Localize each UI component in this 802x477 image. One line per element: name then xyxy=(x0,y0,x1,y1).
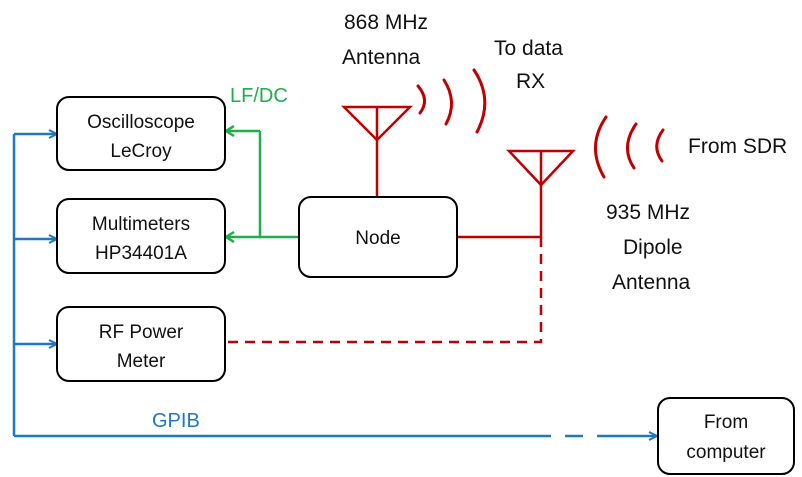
lf-dc-line-from-node xyxy=(258,131,299,239)
computer-label-line-2: computer xyxy=(686,442,766,463)
rf-power-meter-dashed-link xyxy=(226,237,543,344)
antenna-935-dipole: From SDR 935 MHz Dipole Antenna xyxy=(506,115,787,294)
antenna-935-label-line-3: Antenna xyxy=(612,271,691,294)
gpib-bus: GPIB xyxy=(12,134,657,436)
oscilloscope-frame xyxy=(56,96,226,171)
lf-dc-label: LF/DC xyxy=(230,85,288,107)
to-data-rx-line-2: RX xyxy=(516,70,545,93)
antenna-935-label-line-2: Dipole xyxy=(623,236,683,259)
multimeters-label-line-1: Multimeters xyxy=(92,214,190,235)
computer-frame xyxy=(657,397,795,475)
antenna-868-wave-3 xyxy=(472,68,487,134)
rf-power-meter-box: RF Power Meter xyxy=(56,306,226,382)
oscilloscope-label-line-2: LeCroy xyxy=(110,141,172,162)
antenna-868-symbol xyxy=(340,105,414,142)
oscilloscope-box: Oscilloscope LeCroy xyxy=(56,96,226,171)
multimeters-box: Multimeters HP34401A xyxy=(56,198,226,274)
antenna-868-wave-1 xyxy=(416,84,426,115)
sdr-wave-3 xyxy=(655,128,665,163)
computer-box: From computer xyxy=(657,397,795,475)
sdr-wave-1 xyxy=(594,115,608,179)
multimeters-label-line-2: HP34401A xyxy=(95,243,187,264)
to-data-rx-line-1: To data xyxy=(494,37,563,60)
node-frame xyxy=(298,196,458,278)
antenna-868-wave-2 xyxy=(442,78,453,126)
rf-connections xyxy=(226,140,543,344)
antenna-935-label-line-1: 935 MHz xyxy=(606,201,690,224)
sdr-wave-2 xyxy=(626,122,638,170)
antenna-868: 868 MHz Antenna xyxy=(340,11,487,142)
node-label: Node xyxy=(355,228,400,249)
antenna-868-label-line-1: 868 MHz xyxy=(344,11,428,34)
antenna-868-label-line-2: Antenna xyxy=(342,46,421,69)
oscilloscope-label-line-1: Oscilloscope xyxy=(87,112,195,133)
computer-label-line-1: From xyxy=(704,412,748,433)
lf-dc-bus: LF/DC xyxy=(223,85,299,244)
from-sdr-label: From SDR xyxy=(688,135,787,158)
multimeters-frame xyxy=(56,198,226,274)
antenna-935-symbol xyxy=(506,149,576,187)
node-to-dipole-line xyxy=(457,185,543,239)
to-data-rx-annotation: To data RX xyxy=(494,37,563,93)
rf-power-meter-label-line-1: RF Power xyxy=(99,322,184,343)
rf-power-meter-frame xyxy=(56,306,226,382)
gpib-label: GPIB xyxy=(152,410,200,432)
node-box: Node xyxy=(298,196,458,278)
rf-power-meter-label-line-2: Meter xyxy=(117,351,166,372)
